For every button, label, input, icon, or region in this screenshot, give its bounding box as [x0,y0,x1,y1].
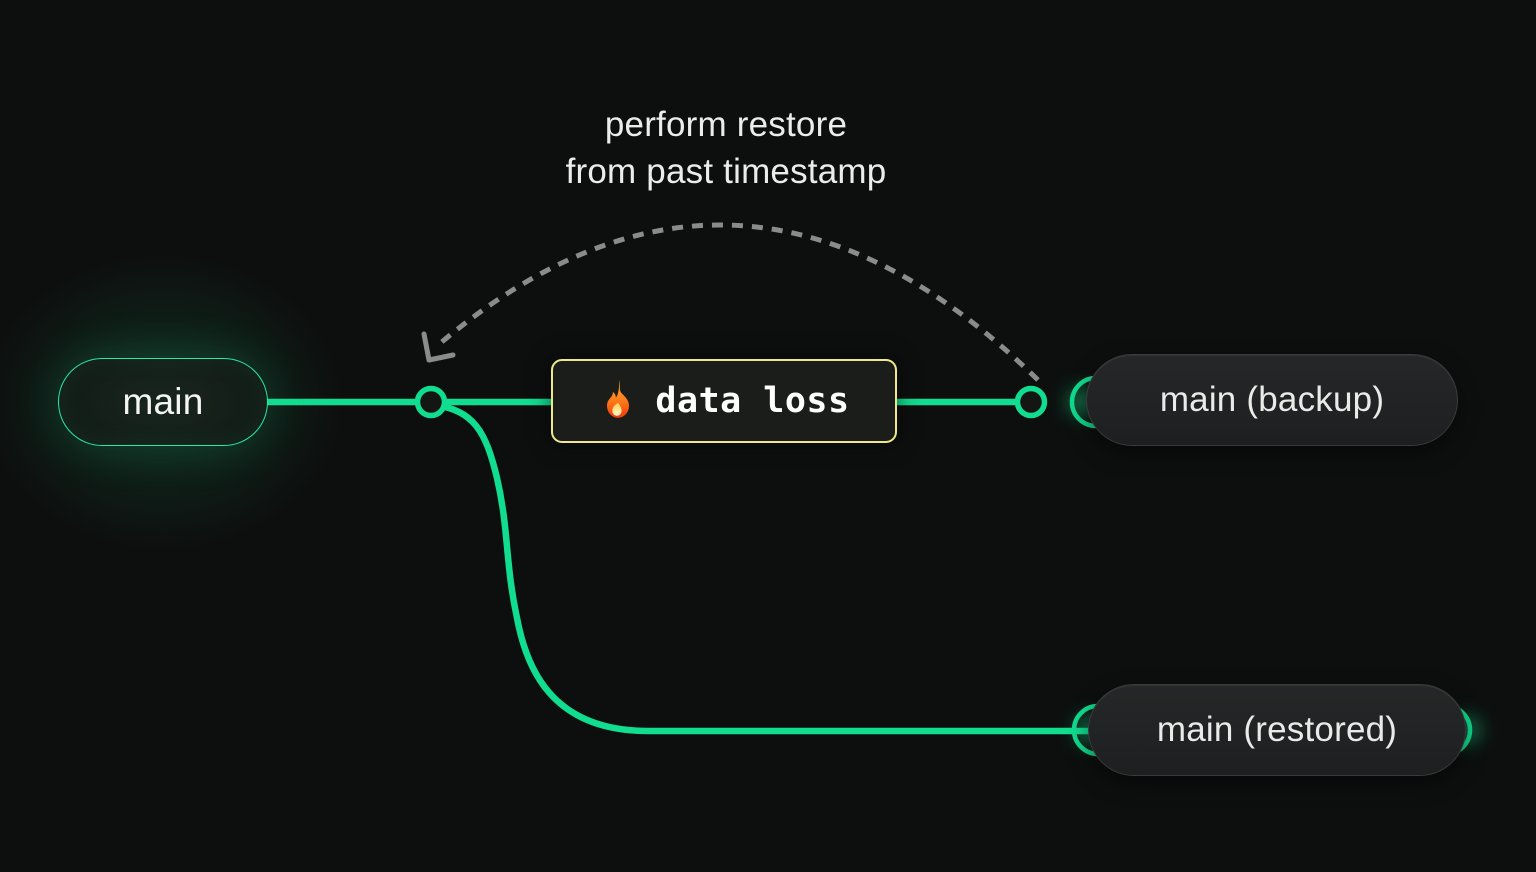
data-loss-event: data loss [551,359,897,443]
restore-annotation-line1: perform restore [604,105,848,144]
node-main-label: main [122,381,204,422]
node-main-backup: main (backup) [1086,354,1458,446]
node-main-restored-label: main (restored) [1156,710,1398,749]
node-main-restored: main (restored) [1088,684,1466,776]
data-loss-label: data loss [655,381,850,421]
restore-annotation-line2: from past timestamp [565,152,887,191]
fire-icon [607,380,630,418]
node-main: main [58,358,268,446]
restore-arc [435,222,1040,382]
branch-point-node [414,385,448,419]
restore-arrowhead-icon [421,331,456,363]
restore-annotation: perform restore from past timestamp [398,101,1054,195]
node-main-backup-label: main (backup) [1159,380,1385,419]
backup-point-node [1014,385,1048,419]
restored-branch-curve [430,401,1096,735]
